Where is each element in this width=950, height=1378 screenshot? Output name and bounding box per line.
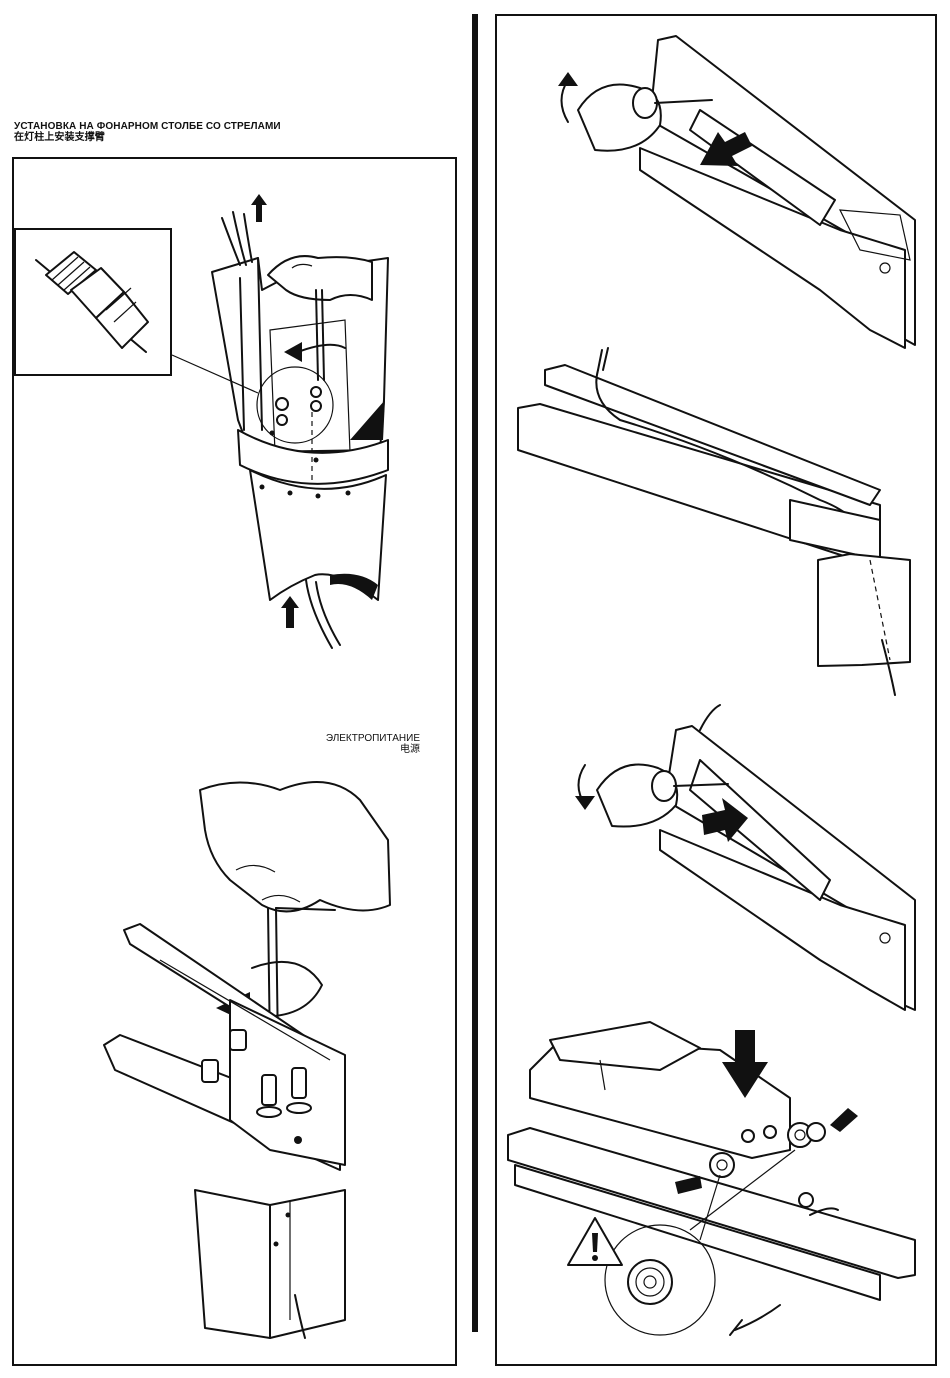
step-install-gear-box [508,1022,915,1335]
step-remove-cover [558,36,915,348]
serrated-washer-icon [628,1260,672,1304]
step-route-cable [518,348,910,695]
step-replace-cover [575,705,915,1010]
warning-triangle-icon [568,1218,622,1265]
